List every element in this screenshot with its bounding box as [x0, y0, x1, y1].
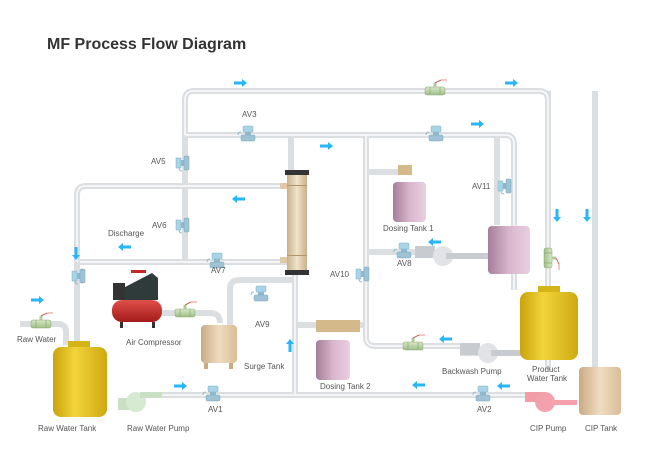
- raw-water-pump-label: Raw Water Pump: [127, 424, 190, 433]
- ball-valve-raw-water-icon[interactable]: [30, 312, 54, 329]
- flow-arrow-right-icon: [505, 79, 518, 87]
- membrane-module[interactable]: [280, 170, 309, 275]
- product-water-tank[interactable]: [520, 286, 578, 360]
- valve-label-av11: AV11: [472, 182, 491, 191]
- backwash-tank[interactable]: [488, 226, 530, 274]
- surge-tank-label: Surge Tank: [244, 362, 285, 371]
- flow-arrow-left-icon: [232, 195, 245, 203]
- flow-arrow-right-icon: [174, 382, 187, 390]
- dosing-tank-1[interactable]: [393, 165, 426, 222]
- raw-water-tank-label: Raw Water Tank: [38, 424, 97, 433]
- valve-label-av8: AV8: [397, 259, 412, 268]
- flow-arrow-down-icon: [583, 209, 591, 222]
- cip-pump-label: CIP Pump: [530, 424, 567, 433]
- valve-av10-icon[interactable]: [355, 266, 370, 283]
- ball-valve-product-icon[interactable]: [543, 247, 560, 271]
- ball-valve-backwash-icon[interactable]: [402, 334, 426, 351]
- flow-arrow-left-icon: [412, 381, 425, 389]
- valve-label-av3: AV3: [242, 110, 257, 119]
- valve-label-av5: AV5: [151, 157, 166, 166]
- page-title: MF Process Flow Diagram: [47, 36, 247, 53]
- valve-label-av2: AV2: [477, 405, 492, 414]
- flow-arrow-right-icon: [31, 296, 44, 304]
- valve-label-av10: AV10: [330, 270, 350, 279]
- cip-pump[interactable]: [525, 392, 577, 412]
- ball-valve-icon[interactable]: [424, 79, 448, 96]
- raw-water-tank[interactable]: [53, 341, 107, 417]
- raw-water-pump[interactable]: [118, 392, 162, 412]
- dosing-tank-1-label: Dosing Tank 1: [383, 224, 434, 233]
- air-compressor-label: Air Compressor: [126, 338, 182, 347]
- product-water-tank-label-2: Water Tank: [527, 374, 568, 383]
- flow-arrow-right-icon: [320, 142, 333, 150]
- dosing-tank-2[interactable]: [316, 320, 360, 380]
- flow-arrow-right-icon: [471, 120, 484, 128]
- flow-arrow-left-icon: [118, 243, 131, 251]
- valve-label-av6: AV6: [152, 221, 167, 230]
- backwash-pump[interactable]: [460, 343, 523, 363]
- flow-arrow-down-icon: [553, 209, 561, 222]
- ball-valve-compressor-icon[interactable]: [174, 301, 198, 318]
- cip-tank[interactable]: [579, 367, 621, 415]
- dosing-tank-2-label: Dosing Tank 2: [320, 382, 371, 391]
- valve-label-av1: AV1: [208, 405, 223, 414]
- cip-tank-label: CIP Tank: [585, 424, 618, 433]
- product-water-tank-label: Product: [532, 365, 560, 374]
- flow-arrow-left-icon: [439, 335, 452, 343]
- flow-arrow-left-icon: [428, 238, 441, 246]
- air-compressor[interactable]: [112, 270, 162, 328]
- discharge-label: Discharge: [108, 229, 145, 238]
- valve-label-av9: AV9: [255, 320, 270, 329]
- valve-av9-icon[interactable]: [250, 285, 269, 302]
- flow-arrow-left-icon: [497, 382, 510, 390]
- backwash-pump-dosing[interactable]: [415, 246, 488, 266]
- backwash-pump-label: Backwash Pump: [442, 367, 502, 376]
- surge-tank[interactable]: [201, 325, 237, 369]
- valve-label-av7: AV7: [211, 266, 226, 275]
- raw-water-label: Raw Water: [17, 335, 57, 344]
- flow-arrow-right-icon: [234, 79, 247, 87]
